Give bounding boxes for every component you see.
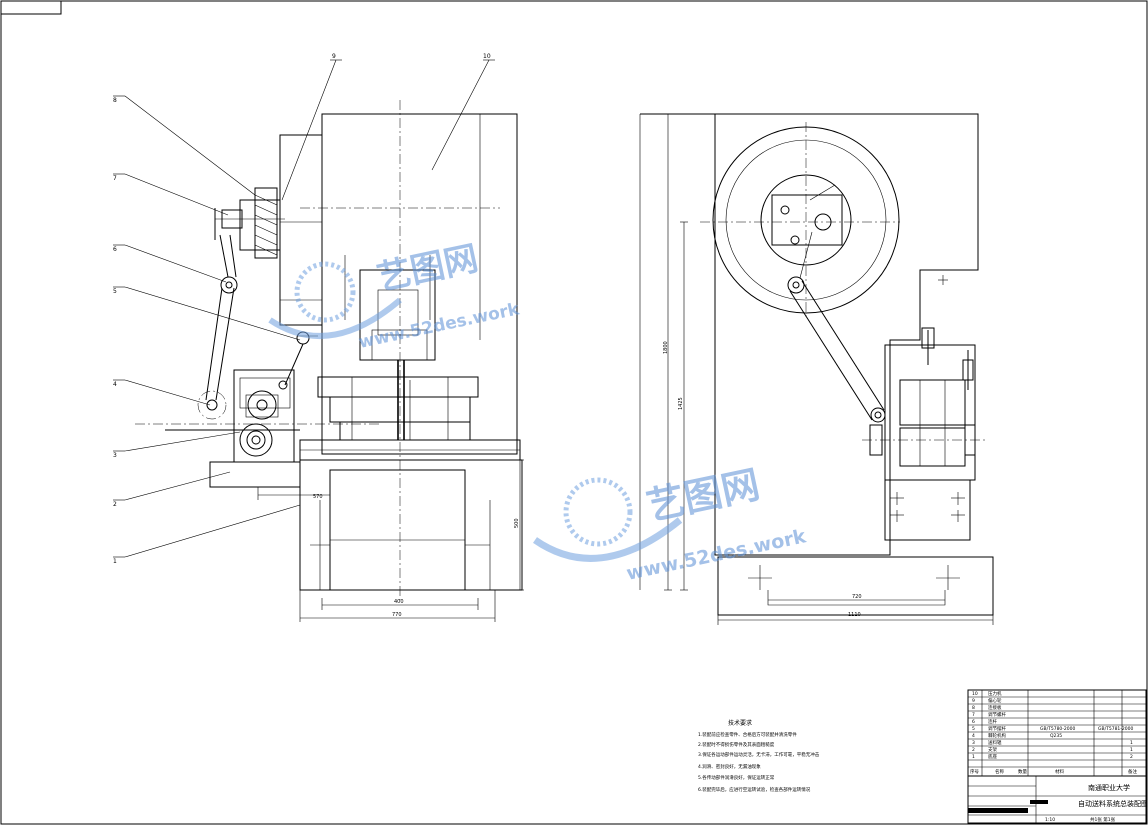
tb-row-no: 2	[972, 747, 975, 753]
dim-1425: 1425	[678, 397, 684, 410]
tb-row-no: 4	[972, 733, 975, 739]
tb-row-name: 偏心轮	[988, 697, 1002, 704]
part-label-1: 1	[113, 558, 117, 565]
side-view	[639, 113, 994, 616]
tb-header-qty: 数量	[1018, 768, 1027, 775]
tb-header-material: 材料	[1055, 768, 1064, 775]
tb-row-no: 9	[972, 698, 975, 704]
tb-row-name: 支架	[988, 746, 997, 753]
tb-row-no: 7	[972, 712, 975, 718]
dim-770: 770	[392, 612, 402, 618]
dim-570: 570	[313, 494, 323, 500]
dim-500: 500	[514, 518, 520, 528]
tb-qty: 1	[1130, 740, 1133, 746]
tb-row-no: 3	[972, 740, 975, 746]
tb-row-no: 8	[972, 705, 975, 711]
dim-1110: 1110	[848, 612, 861, 618]
tech-note-line: 3.保证各运动部件运动灵活，无卡滞，工作可靠，平稳无冲击	[698, 751, 820, 758]
watermark-brand-bottom: 艺图网	[643, 462, 764, 529]
tb-material: Q235	[1050, 733, 1062, 739]
watermark-brand-top: 艺图网	[374, 238, 482, 298]
tb-row-name: 棘轮机构	[988, 732, 1006, 739]
dim-1800: 1800	[663, 341, 669, 354]
tech-note-line: 1.装配前应检查零件、合格后方可装配并清洗零件	[698, 731, 797, 738]
tb-row-name: 调节螺杆	[988, 711, 1006, 718]
title-block: 10 压力机 9 偏心轮 8 连接板 7 调节螺杆 6 连杆 5 调节摆杆 4 …	[967, 689, 1148, 824]
part-label-5: 5	[113, 288, 117, 295]
tb-row-name: 送料辊	[988, 739, 1002, 746]
tb-row-name: 底座	[988, 753, 997, 760]
tb-row-name: 调节摆杆	[988, 725, 1006, 732]
tb-row-name: 连接板	[988, 704, 1002, 711]
tech-note-line: 5.各传动部件润滑良好，保证运转正常	[698, 774, 775, 781]
part-label-8: 8	[113, 97, 117, 104]
tb-code: GB/T5780-2000	[1040, 726, 1076, 732]
watermark-bottom: 艺图网 www.52des.work	[533, 462, 808, 585]
part-leaders	[113, 59, 495, 558]
tech-note-line: 2.装配时不得损伤零件及其表面粗糙度	[698, 741, 775, 748]
tb-header-name: 名称	[995, 768, 1004, 775]
part-label-6: 6	[113, 246, 117, 253]
part-label-9: 9	[332, 53, 336, 60]
tb-school: 南通职业大学	[1088, 783, 1130, 792]
tb-scale: 1:10	[1045, 817, 1055, 823]
part-label-3: 3	[113, 452, 117, 459]
part-label-texts: 8 7 6 5 4 3 2 1 9 10	[113, 53, 491, 565]
tb-sheet: 共1张 第1张	[1090, 816, 1116, 823]
tb-row-no: 10	[972, 691, 978, 697]
watermark-top: 艺图网 www.52des.work	[268, 238, 522, 353]
part-label-10: 10	[483, 53, 491, 60]
front-view	[135, 100, 523, 600]
dim-400: 400	[394, 599, 404, 605]
tb-qty: 1	[1130, 747, 1133, 753]
tb-row-no: 6	[972, 719, 975, 725]
watermark-url-top: www.52des.work	[357, 299, 522, 353]
part-label-7: 7	[113, 175, 117, 182]
tech-notes-title: 技术要求	[728, 719, 752, 727]
tb-row-no: 1	[972, 754, 975, 760]
tb-drawing-title: 自动送料系统总装配图	[1078, 799, 1148, 808]
tb-header-remark: 备注	[1128, 768, 1137, 775]
front-dimensions: 570 500 400 770	[257, 459, 524, 622]
tb-row-name: 连杆	[988, 718, 997, 725]
tb-row-no: 5	[972, 726, 975, 732]
part-label-2: 2	[113, 501, 117, 508]
tb-header-no: 序号	[970, 768, 979, 775]
tech-note-line: 6.装配完毕后，应进行空运转试验，检查各部件运转情况	[698, 786, 811, 793]
corner-tab	[0, 0, 62, 15]
tb-qty: 2	[1130, 754, 1133, 760]
dim-720: 720	[852, 594, 862, 600]
technical-requirements: 技术要求 1.装配前应检查零件、合格后方可装配并清洗零件 2.装配时不得损伤零件…	[698, 719, 820, 793]
tb-code: GB/T5781-2000	[1098, 726, 1134, 732]
tb-row-name: 压力机	[988, 690, 1002, 697]
tech-note-line: 4.润滑、密封良好，无漏油现象	[698, 763, 761, 770]
side-dimensions: 1800 1425 720 1110	[663, 113, 994, 625]
part-label-4: 4	[113, 381, 117, 388]
